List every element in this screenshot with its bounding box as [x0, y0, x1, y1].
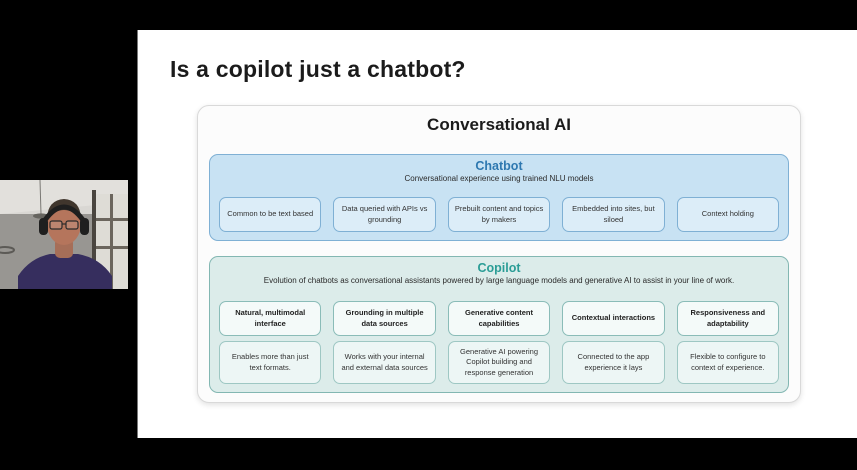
chatbot-item: Embedded into sites, but siloed	[562, 197, 665, 232]
copilot-detail: Enables more than just text formats.	[219, 341, 322, 384]
copilot-feature: Natural, multimodal interface	[219, 301, 322, 336]
copilot-feature: Contextual interactions	[562, 301, 665, 336]
slide-title: Is a copilot just a chatbot?	[170, 56, 466, 82]
copilot-feature: Responsiveness and adaptability	[676, 301, 780, 336]
chatbot-title: Chatbot	[475, 159, 523, 173]
copilot-details-row: Enables more than just text formats. Wor…	[219, 341, 780, 384]
chatbot-item: Data queried with APIs vs grounding	[333, 197, 436, 232]
chatbot-item: Common to be text based	[219, 197, 322, 232]
copilot-detail: Works with your internal and external da…	[333, 341, 436, 384]
copilot-subtitle: Evolution of chatbots as conversational …	[263, 276, 735, 285]
chatbot-item: Prebuilt content and topics by makers	[447, 197, 551, 232]
copilot-feature: Grounding in multiple data sources	[333, 301, 436, 336]
chatbot-items-row: Common to be text based Data queried wit…	[219, 197, 780, 232]
copilot-feature: Generative content capabilities	[447, 301, 551, 336]
chatbot-section: Chatbot Conversational experience using …	[209, 154, 789, 241]
presenter-video	[0, 180, 128, 289]
glasses	[49, 220, 79, 230]
presenter	[18, 199, 112, 289]
slide: Is a copilot just a chatbot? Conversatio…	[138, 30, 857, 438]
copilot-title: Copilot	[477, 261, 521, 275]
copilot-section: Copilot Evolution of chatbots as convers…	[209, 256, 789, 393]
conversational-ai-title: Conversational AI	[427, 115, 571, 134]
pendant-lights	[0, 180, 49, 254]
webcam-overlay[interactable]	[0, 180, 128, 289]
window	[92, 190, 128, 289]
copilot-detail: Generative AI powering Copilot building …	[447, 341, 551, 384]
chatbot-item: Context holding	[676, 197, 780, 232]
copilot-features-row: Natural, multimodal interface Grounding …	[219, 301, 780, 336]
chatbot-subtitle: Conversational experience using trained …	[404, 174, 594, 183]
copilot-detail: Connected to the app experience it lays	[562, 341, 665, 384]
copilot-detail: Flexible to configure to context of expe…	[676, 341, 780, 384]
conversational-ai-container: Conversational AI Chatbot Conversational…	[197, 105, 801, 403]
